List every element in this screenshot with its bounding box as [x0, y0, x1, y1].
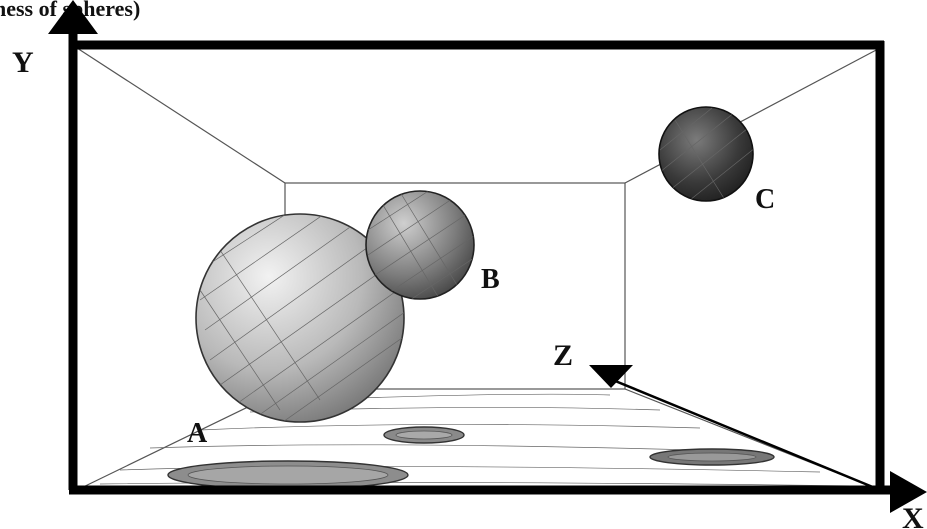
shadow-a-inner — [187, 465, 389, 485]
axes — [48, 0, 927, 513]
y-axis-arrow — [48, 0, 98, 34]
z-axis-label: Z — [553, 339, 573, 372]
sphere-c-label: C — [755, 184, 775, 215]
sphere-a — [195, 213, 405, 423]
sphere-a-label: A — [187, 418, 208, 449]
ceiling-edge-left — [76, 47, 286, 184]
sphere-b — [365, 190, 475, 300]
x-axis-arrow — [890, 471, 927, 513]
sphere-c — [658, 106, 754, 202]
shadow-c-inner — [667, 452, 757, 462]
z-axis-arrow — [589, 365, 633, 388]
z-axis-line — [607, 376, 881, 492]
shadow-b-inner — [395, 430, 453, 440]
y-axis-label: Y — [12, 46, 34, 79]
sphere-b-label: B — [481, 264, 500, 295]
x-axis-label: X — [902, 502, 924, 529]
